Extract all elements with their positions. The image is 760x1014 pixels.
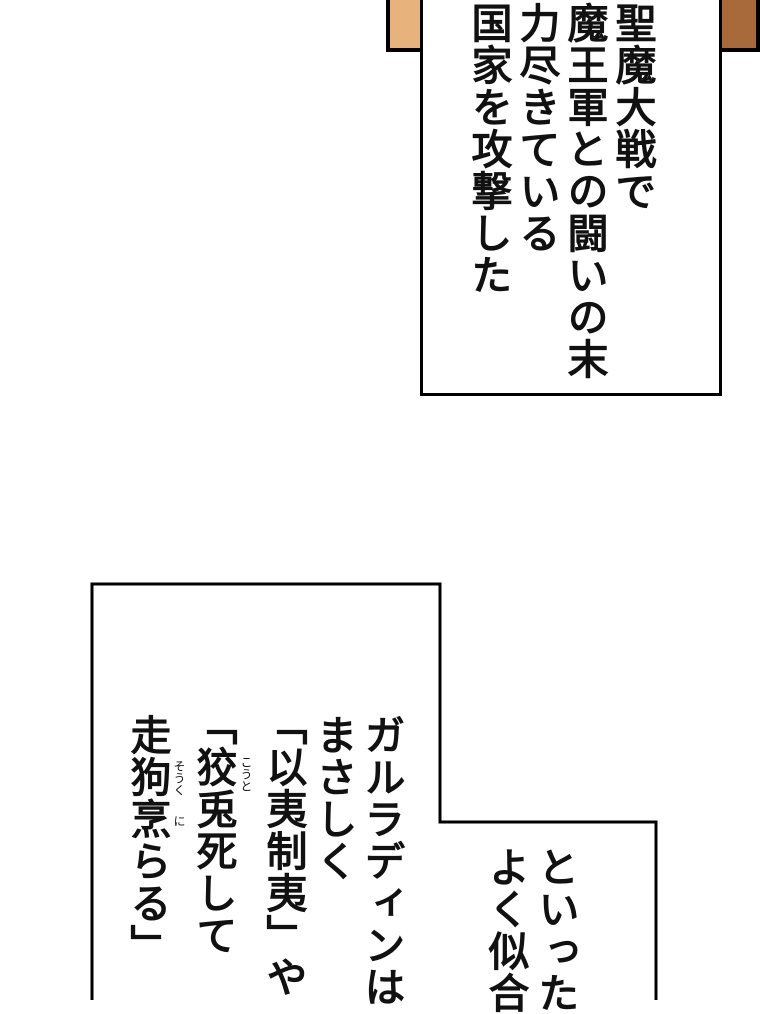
narration-box-top: 聖魔大戦で 魔王軍との闘いの末 力尽きている 国家を攻撃した bbox=[420, 0, 722, 396]
narration-line-4: 国家を攻撃した bbox=[464, 2, 512, 296]
narration-line-7: ガルラディンは bbox=[357, 714, 405, 1008]
ruby-kouto: こうと bbox=[239, 756, 253, 792]
narration-line-9: 「以夷制夷」や bbox=[259, 704, 307, 998]
ruby-souku: そうく bbox=[172, 760, 186, 796]
narration-line-2: 魔王軍との闘いの末 bbox=[560, 2, 608, 380]
narration-line-10: 「狡兎死して bbox=[189, 704, 237, 956]
narration-line-6: よく似合 bbox=[481, 846, 529, 1014]
narration-line-3: 力尽きている bbox=[512, 2, 560, 254]
narration-line-5: といった bbox=[531, 846, 579, 1014]
narration-line-8: まさしく bbox=[309, 714, 357, 882]
ruby-ni: に bbox=[172, 815, 186, 827]
narration-line-1: 聖魔大戦で bbox=[608, 2, 656, 212]
narration-line-11: 走狗烹らる」 bbox=[123, 714, 171, 966]
